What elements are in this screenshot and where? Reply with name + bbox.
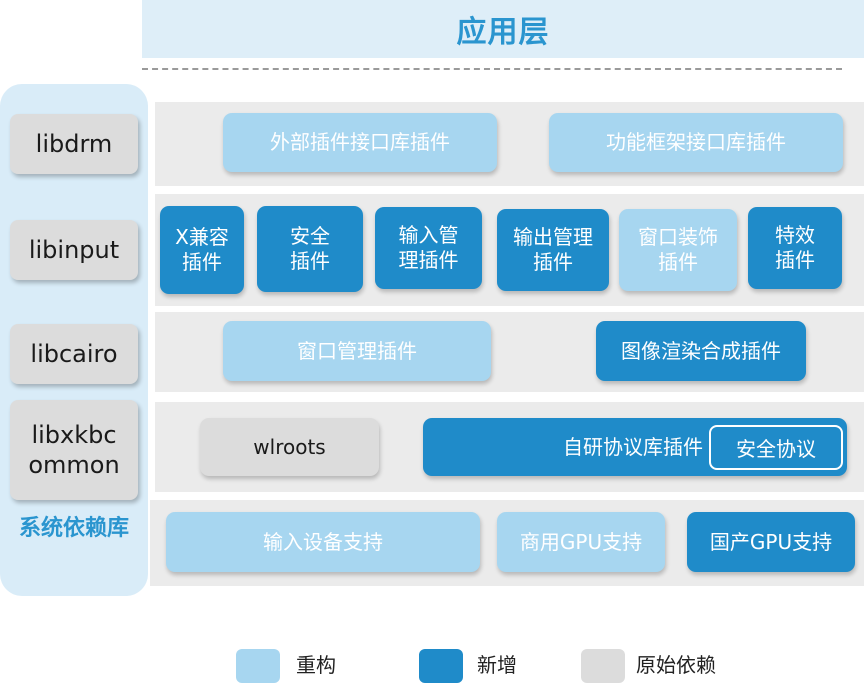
- domestic-gpu-support: 国产GPU支持: [687, 512, 855, 572]
- commercial-gpu-support: 商用GPU支持: [497, 512, 665, 572]
- layer-divider: [142, 68, 842, 70]
- lib-libdrm: libdrm: [10, 114, 138, 174]
- x-compat-plugin: X兼容插件: [160, 206, 244, 294]
- window-decoration-plugin: 窗口装饰插件: [619, 209, 737, 291]
- framework-plugin-interface-lib: 功能框架接口库插件: [549, 113, 843, 172]
- legend-label-new: 新增: [477, 653, 517, 677]
- input-device-support: 输入设备支持: [166, 512, 480, 572]
- legend-swatch-original: [581, 649, 625, 683]
- legend-swatch-new: [419, 649, 463, 683]
- legend-label-original: 原始依赖: [636, 653, 716, 677]
- lib-libinput: libinput: [10, 220, 138, 280]
- application-layer-title: 应用层: [142, 0, 864, 58]
- lib-libxkbcommon: libxkbcommon: [10, 400, 138, 500]
- lib-libcairo: libcairo: [10, 324, 138, 384]
- proprietary-protocol-label: 自研协议库插件: [563, 434, 703, 459]
- effects-plugin: 特效插件: [748, 207, 842, 289]
- output-management-plugin: 输出管理插件: [497, 209, 609, 291]
- window-management-plugin: 窗口管理插件: [223, 321, 491, 381]
- system-dependency-caption: 系统依赖库: [18, 516, 129, 541]
- security-protocol: 安全协议: [709, 425, 843, 470]
- input-management-plugin: 输入管理插件: [375, 207, 482, 289]
- wlroots: wlroots: [200, 418, 379, 476]
- security-plugin: 安全插件: [257, 206, 363, 292]
- external-plugin-interface-lib: 外部插件接口库插件: [223, 113, 497, 172]
- legend-label-refactor: 重构: [296, 653, 336, 677]
- image-render-compose-plugin: 图像渲染合成插件: [596, 321, 806, 381]
- legend-swatch-refactor: [236, 649, 280, 683]
